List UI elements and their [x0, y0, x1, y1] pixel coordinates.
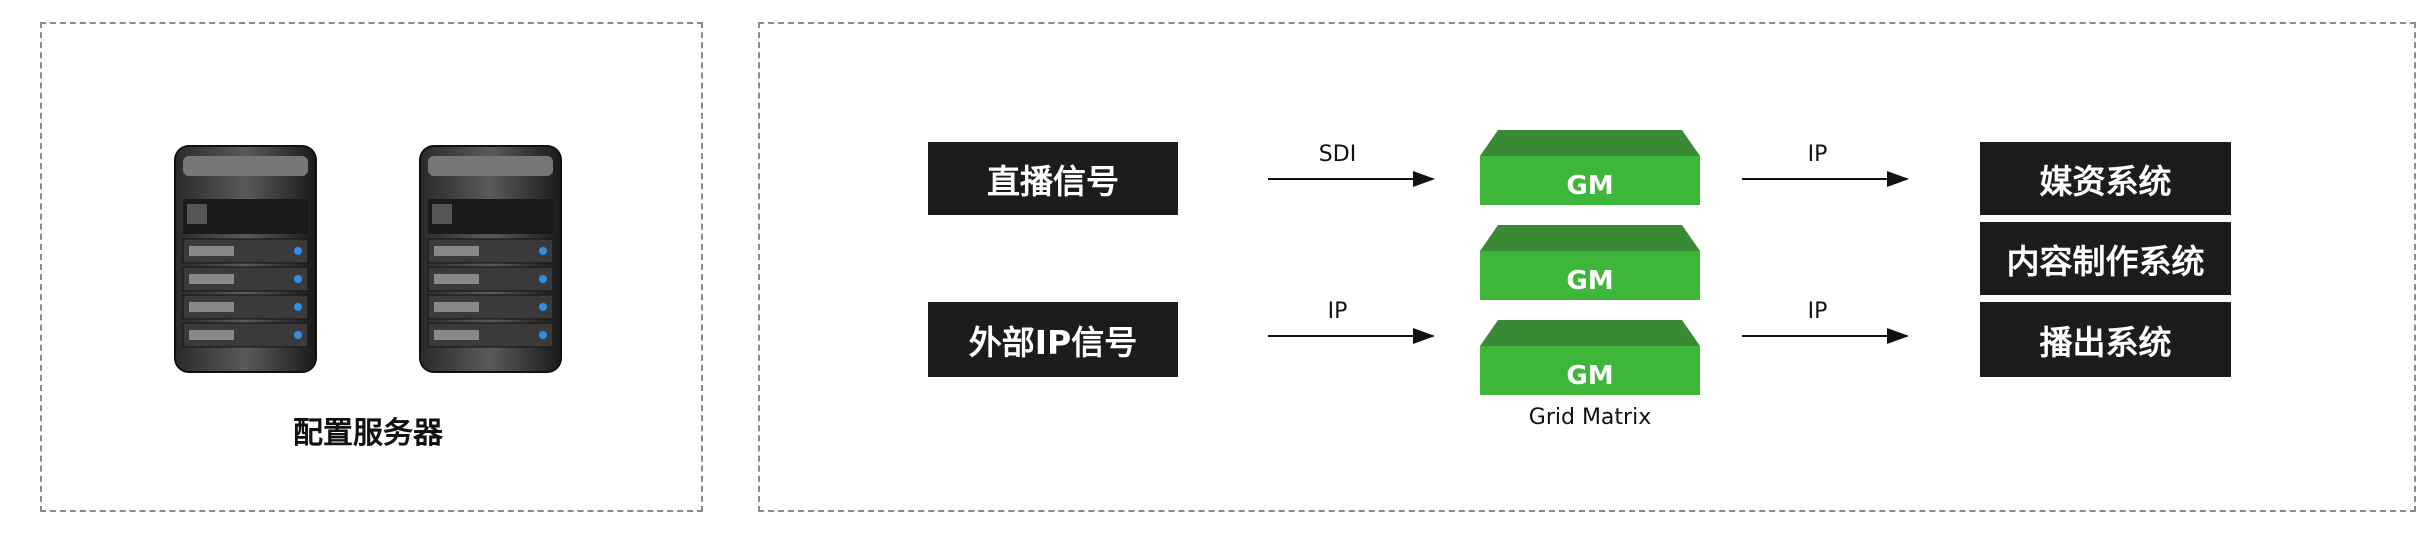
- arrow-ip-to-gm: [1268, 328, 1435, 344]
- arrow-label-ip-in: IP: [1327, 299, 1348, 324]
- gm-label: GM: [1566, 361, 1614, 391]
- source-box-live-signal: 直播信号: [928, 142, 1178, 215]
- gm-label: GM: [1566, 266, 1614, 296]
- gm-block-icon: [1480, 320, 1700, 395]
- arrow-label-ip-out-2: IP: [1807, 299, 1828, 324]
- gm-node: GM: [1480, 225, 1700, 300]
- dest-box-playout: 播出系统: [1980, 302, 2231, 377]
- gm-block-icon: [1480, 225, 1700, 300]
- server-icon: [419, 145, 562, 373]
- server-icon: [174, 145, 317, 373]
- arrow-gm-to-dest-1: [1742, 171, 1909, 187]
- arrow-sdi-to-gm: [1268, 171, 1435, 187]
- grid-matrix-caption: Grid Matrix: [1528, 405, 1652, 430]
- source-box-external-ip: 外部IP信号: [928, 302, 1178, 377]
- arrow-label-ip-out-1: IP: [1807, 142, 1828, 167]
- gm-node: GM: [1480, 320, 1700, 395]
- dest-box-media-asset: 媒资系统: [1980, 142, 2231, 215]
- gm-node: GM: [1480, 130, 1700, 205]
- signal-flow-panel: [758, 22, 2416, 512]
- arrow-label-sdi: SDI: [1318, 142, 1357, 167]
- gm-label: GM: [1566, 171, 1614, 201]
- arrow-gm-to-dest-2: [1742, 328, 1909, 344]
- config-server-label: 配置服务器: [293, 416, 443, 451]
- gm-block-icon: [1480, 130, 1700, 205]
- dest-box-content-production: 内容制作系统: [1980, 222, 2231, 295]
- config-server-panel: [40, 22, 703, 512]
